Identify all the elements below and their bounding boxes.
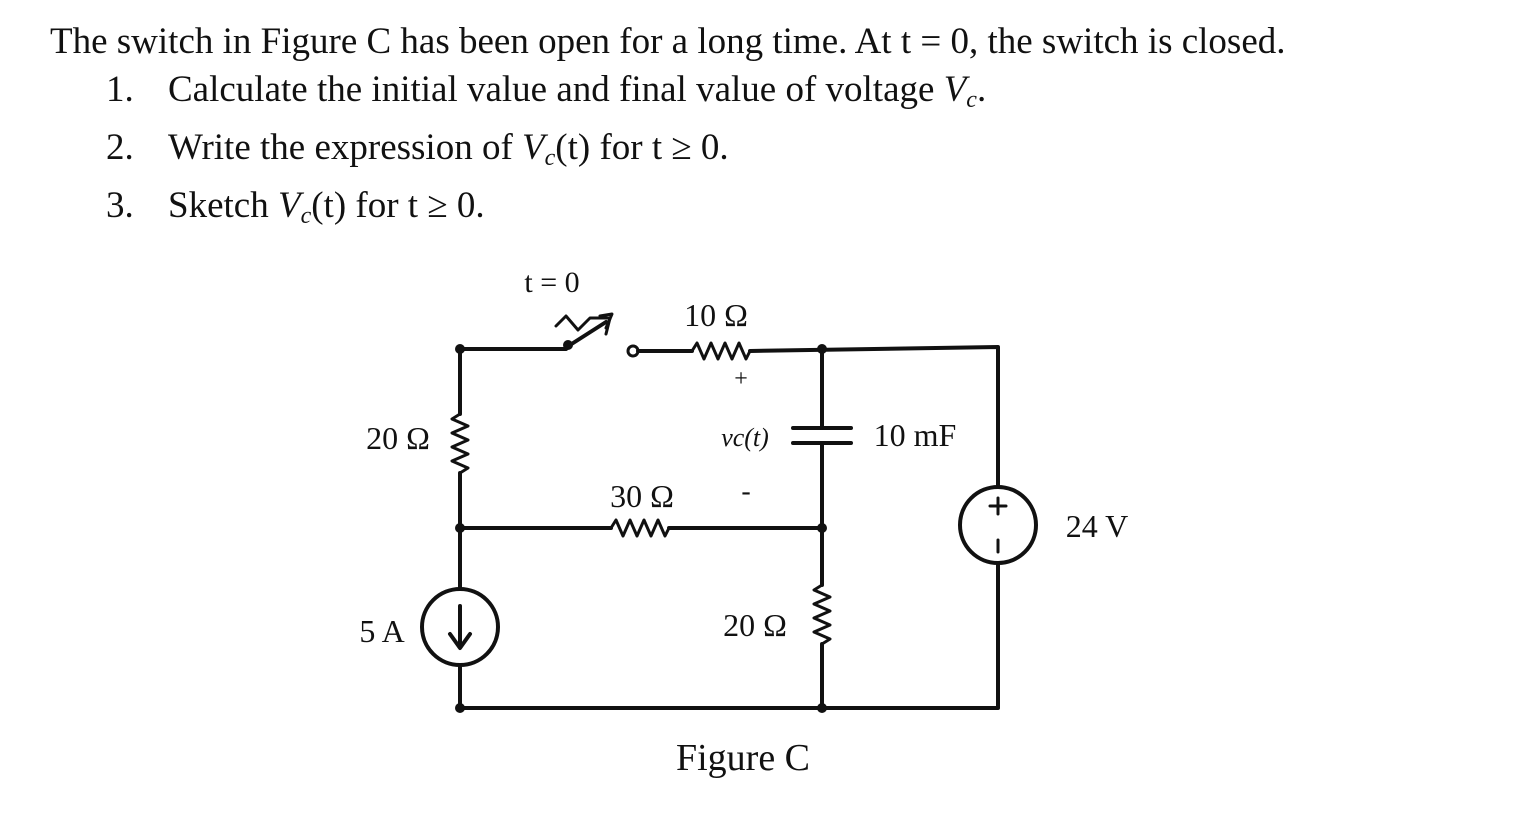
voltage-source-24v xyxy=(958,485,1038,565)
voltage-symbol: V xyxy=(522,127,545,168)
question-text-tail: (t) for t ≥ 0. xyxy=(555,127,729,168)
current-source-5a xyxy=(420,587,500,667)
question-text: Calculate the initial value and final va… xyxy=(168,69,944,110)
label-current-source: 5 A xyxy=(359,613,404,649)
label-resistor-bottom: 20 Ω xyxy=(723,607,787,643)
label-capacitor-plus: + xyxy=(734,366,748,392)
label-capacitor-voltage: vc(t) xyxy=(721,423,769,452)
label-capacitor-voltage-text: vc(t) xyxy=(721,423,769,452)
voltage-symbol: V xyxy=(943,69,967,110)
wire-top-right xyxy=(748,345,1000,489)
problem-statement: The switch in Figure C has been open for… xyxy=(50,21,1286,62)
capacitor-10mf xyxy=(791,426,853,445)
label-switch-time: t = 0 xyxy=(524,266,579,299)
figure-caption: Figure C xyxy=(676,737,810,779)
label-capacitor: 10 mF xyxy=(874,417,957,453)
label-resistor-left: 20 Ω xyxy=(366,420,430,456)
resistor-20-ohm-left xyxy=(450,412,470,475)
resistor-30-ohm xyxy=(609,518,671,538)
label-capacitor-minus: - xyxy=(741,476,750,507)
question-list: 1. Calculate the initial value and final … xyxy=(50,66,1510,240)
question-item-2: 2. Write the expression of Vc(t) for t ≥ … xyxy=(50,124,1510,182)
question-text: Sketch xyxy=(168,185,278,226)
label-resistor-top: 10 Ω xyxy=(684,297,748,333)
label-voltage-source: 24 V xyxy=(1066,508,1129,544)
label-resistor-middle: 30 Ω xyxy=(610,478,674,514)
voltage-subscript: c xyxy=(966,87,977,113)
question-item-3: 3. Sketch Vc(t) for t ≥ 0. xyxy=(50,182,1510,240)
switch xyxy=(554,312,640,358)
question-text: Write the expression of xyxy=(168,127,523,168)
question-item-1: 1. Calculate the initial value and final … xyxy=(50,66,1510,124)
circuit-nodes xyxy=(455,344,827,713)
problem-text: The switch in Figure C has been open for… xyxy=(50,18,1510,240)
voltage-subscript: c xyxy=(300,203,312,229)
question-text-tail: (t) for t ≥ 0. xyxy=(311,185,485,226)
resistor-10-ohm xyxy=(690,341,752,361)
resistor-20-ohm-bottom xyxy=(812,583,832,646)
voltage-subscript: c xyxy=(544,145,556,171)
question-number: 1. xyxy=(106,69,134,110)
question-text-tail: . xyxy=(976,69,987,110)
voltage-symbol: V xyxy=(277,185,301,226)
question-number: 3. xyxy=(106,185,134,226)
wire-bottom xyxy=(458,561,1000,710)
question-number: 2. xyxy=(106,127,134,168)
